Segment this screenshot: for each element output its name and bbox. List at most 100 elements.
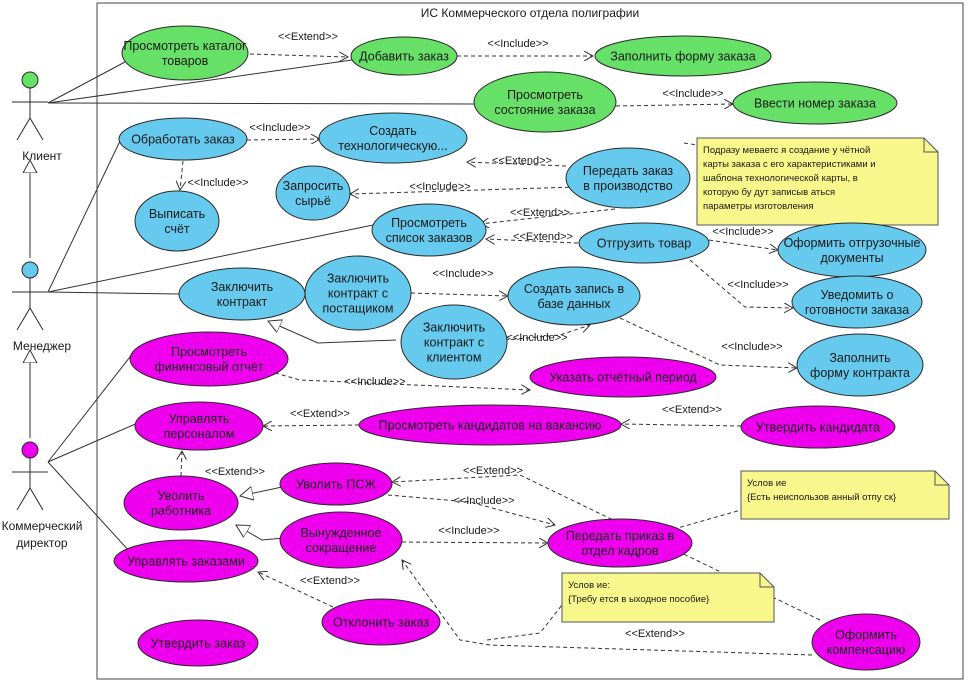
use-case-fire-psj[interactable]: Уволить ПСЖ [279, 462, 393, 506]
use-case-ellipse[interactable] [118, 117, 248, 161]
use-case-add-order[interactable]: Добавить заказ [350, 36, 458, 76]
use-case-label: клиентом [427, 351, 482, 365]
use-case-label: Заключить [211, 280, 273, 294]
use-case-label: Утвердить кандидата [756, 421, 880, 435]
use-case-label: список заказов [386, 231, 473, 245]
use-case-ellipse[interactable] [123, 475, 239, 531]
note-line: шаблона технологической карты, в [703, 173, 858, 184]
note-connector [683, 142, 698, 146]
use-case-ellipse[interactable] [279, 511, 403, 569]
dependency-lines [180, 54, 821, 656]
use-case-label: отдел кадров [581, 544, 658, 558]
extend-label: <<Extend>> [662, 404, 722, 416]
use-case-fill-order-form[interactable]: Заполнить форму заказа [594, 35, 772, 77]
system-boundary [96, 2, 964, 680]
note-line: параметры изготовления [703, 201, 813, 212]
use-case-label: состояние заказа [494, 103, 595, 117]
use-case-label: сырьё [295, 194, 331, 208]
use-case-label: Утвердить заказ [151, 637, 246, 651]
use-case-ellipse[interactable] [400, 304, 508, 380]
use-case-ellipse[interactable] [358, 404, 622, 446]
use-case-approve-order[interactable]: Утвердить заказ [137, 619, 259, 667]
generalization-client-contract [268, 321, 397, 344]
use-case-ellipse[interactable] [507, 266, 641, 326]
use-case-reject-order[interactable]: Отклонить заказ [321, 598, 441, 646]
use-case-ellipse[interactable] [178, 267, 306, 321]
use-case-create-tech[interactable]: Создатьтехнологическую... [318, 112, 468, 164]
association-client-add_order [47, 59, 353, 104]
use-case-ellipse[interactable] [350, 36, 458, 76]
use-case-ellipse[interactable] [371, 203, 487, 257]
note-fold [759, 573, 774, 588]
use-case-ellipse[interactable] [811, 613, 921, 671]
use-case-process-order[interactable]: Обработать заказ [118, 117, 248, 161]
note-line: карты заказа с его характеристиками и [703, 159, 876, 170]
use-case-ellipse[interactable] [121, 25, 249, 81]
use-case-enter-order-num[interactable]: Ввести номер заказа [732, 81, 898, 125]
use-case-ellipse[interactable] [565, 147, 691, 209]
use-case-ellipse[interactable] [321, 598, 441, 646]
use-case-ellipse[interactable] [547, 518, 693, 568]
use-case-ellipse[interactable] [594, 35, 772, 77]
use-case-ellipse[interactable] [279, 462, 393, 506]
use-case-ellipse[interactable] [318, 112, 468, 164]
actor-manager[interactable]: Менеджер [12, 261, 71, 353]
use-case-approve-candidate[interactable]: Утвердить кандидата [740, 405, 896, 449]
use-case-ellipse[interactable] [796, 333, 924, 397]
include-label: <<Include>> [249, 122, 310, 134]
use-case-view-candidates[interactable]: Просмотреть кандидатов на вакансию [358, 404, 622, 446]
include-label: <<Include>> [506, 332, 567, 344]
use-case-ellipse[interactable] [529, 356, 717, 398]
include-relation-r7 [350, 186, 577, 194]
use-case-ellipse[interactable] [134, 190, 220, 252]
use-case-label: контракт [217, 295, 268, 309]
note-leave: Услов ие{Есть неиспользов анный отпу ск} [659, 470, 950, 534]
use-case-report-period[interactable]: Указать отчётный период [529, 356, 717, 398]
use-case-ellipse[interactable] [137, 619, 259, 667]
use-case-ellipse[interactable] [304, 255, 412, 331]
use-case-ellipse[interactable] [473, 71, 617, 133]
use-case-ship-goods[interactable]: Отгрузить товар [578, 222, 710, 264]
include-relation-r10 [708, 239, 778, 250]
use-case-ellipse[interactable] [791, 275, 923, 329]
use-case-ellipse[interactable] [134, 401, 264, 451]
use-case-manage-orders[interactable]: Управлять заказами [113, 539, 259, 583]
extend-relation-r6 [467, 162, 567, 166]
use-case-ellipse[interactable] [578, 222, 710, 264]
use-case-ellipse[interactable] [129, 331, 289, 387]
use-case-ellipse[interactable] [740, 405, 896, 449]
actor-leg-left [16, 117, 31, 141]
use-case-ellipse[interactable] [275, 165, 351, 221]
actor-client[interactable]: Клиент [12, 71, 62, 163]
use-case-label: Заключить [327, 272, 389, 286]
include-label: <<Include>> [712, 226, 773, 238]
use-case-ellipse[interactable] [732, 81, 898, 125]
use-case-label: Обработать заказ [131, 133, 235, 147]
extend-label: <<Extend>> [492, 155, 552, 167]
use-case-ellipse[interactable] [777, 222, 927, 278]
actor-label: Клиент [22, 149, 62, 163]
use-case-ellipse[interactable] [113, 539, 259, 583]
use-case-label: базе данных [538, 297, 612, 311]
association-lines [47, 59, 476, 553]
